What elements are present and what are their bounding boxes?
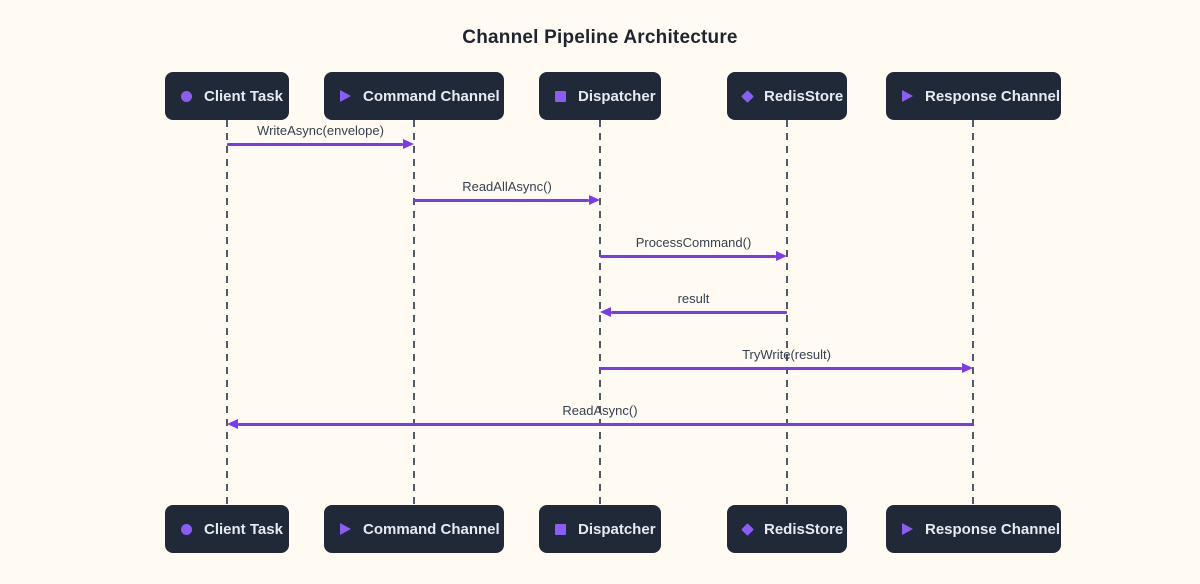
message-label: result bbox=[677, 291, 710, 306]
diagram-title: Channel Pipeline Architecture bbox=[462, 27, 738, 48]
actor-box: Client Task bbox=[165, 72, 289, 120]
actor-label: Command Channel bbox=[363, 87, 500, 105]
lifeline bbox=[226, 120, 228, 505]
message-arrow bbox=[611, 311, 787, 314]
lifeline bbox=[413, 120, 415, 505]
lifeline bbox=[972, 120, 974, 505]
actor-label: RedisStore bbox=[764, 520, 844, 538]
message-label: WriteAsync(envelope) bbox=[257, 123, 384, 138]
arrowhead-icon bbox=[227, 419, 238, 429]
actor-label: Dispatcher bbox=[578, 87, 656, 105]
diamond-icon bbox=[741, 522, 754, 536]
play-icon bbox=[340, 523, 351, 535]
actor-label: Dispatcher bbox=[578, 520, 656, 538]
arrowhead-icon bbox=[600, 307, 611, 317]
actor-box: Response Channel bbox=[886, 72, 1061, 120]
actor-label: RedisStore bbox=[764, 87, 844, 105]
play-icon bbox=[902, 523, 913, 535]
actor-box: RedisStore bbox=[727, 72, 847, 120]
actor-box: Client Task bbox=[165, 505, 289, 553]
arrowhead-icon bbox=[776, 251, 787, 261]
message-label: ReadAllAsync() bbox=[462, 179, 552, 194]
circle-icon bbox=[181, 90, 192, 102]
square-icon bbox=[555, 523, 566, 535]
actor-label: Client Task bbox=[204, 520, 283, 538]
actor-label: Client Task bbox=[204, 87, 283, 105]
message-arrow bbox=[414, 199, 589, 202]
arrowhead-icon bbox=[589, 195, 600, 205]
lifeline bbox=[786, 120, 788, 505]
diamond-icon bbox=[741, 89, 754, 103]
actor-label: Response Channel bbox=[925, 520, 1061, 538]
actor-box: Dispatcher bbox=[539, 72, 661, 120]
play-icon bbox=[902, 90, 913, 102]
actor-box: RedisStore bbox=[727, 505, 847, 553]
actor-box: Command Channel bbox=[324, 72, 504, 120]
actor-box: Response Channel bbox=[886, 505, 1061, 553]
arrowhead-icon bbox=[962, 363, 973, 373]
actor-box: Command Channel bbox=[324, 505, 504, 553]
actor-box: Dispatcher bbox=[539, 505, 661, 553]
message-label: TryWrite(result) bbox=[742, 347, 831, 362]
message-label: ReadAsync() bbox=[562, 403, 638, 418]
circle-icon bbox=[181, 523, 192, 535]
message-arrow bbox=[238, 423, 973, 426]
arrowhead-icon bbox=[403, 139, 414, 149]
message-arrow bbox=[227, 143, 403, 146]
actor-label: Response Channel bbox=[925, 87, 1061, 105]
message-arrow bbox=[600, 367, 962, 370]
actor-label: Command Channel bbox=[363, 520, 500, 538]
message-arrow bbox=[600, 255, 776, 258]
message-label: ProcessCommand() bbox=[635, 235, 752, 250]
square-icon bbox=[555, 90, 566, 102]
play-icon bbox=[340, 90, 351, 102]
